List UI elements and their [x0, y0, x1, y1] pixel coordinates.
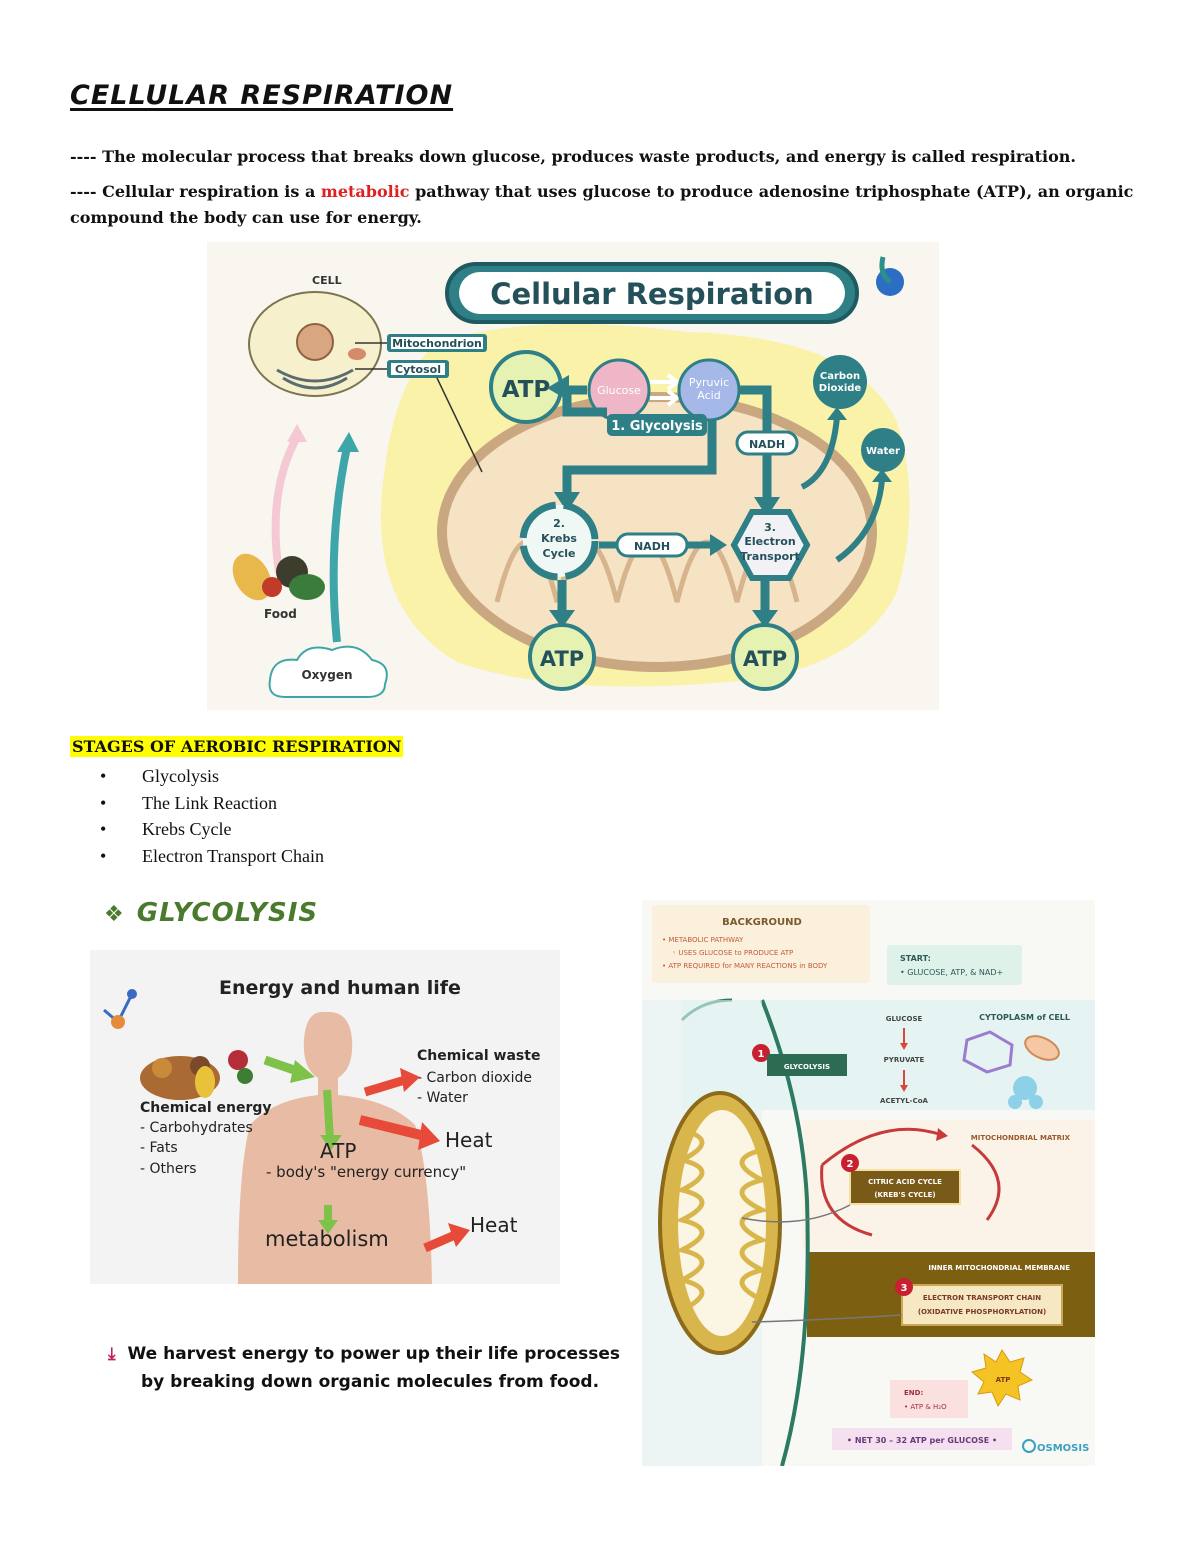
glycolysis-heading: ❖ GLYCOLYSIS: [104, 898, 318, 928]
list-item: Glycolysis: [100, 763, 324, 790]
cell-label: CELL: [312, 274, 342, 287]
pyruvate-step: PYRUVATE: [884, 1056, 925, 1064]
step-1-badge: 1: [758, 1049, 765, 1060]
energy-fats: - Fats: [140, 1140, 178, 1156]
heat-label-2: Heat: [470, 1213, 518, 1237]
start-text: • GLUCOSE, ATP, & NAD+: [900, 968, 1003, 977]
atp-et-label: ATP: [743, 647, 787, 671]
logo-icon: [876, 256, 904, 296]
stages-list: Glycolysis The Link Reaction Krebs Cycle…: [100, 763, 324, 869]
krebs-number: 2.: [553, 517, 565, 530]
background-title: BACKGROUND: [722, 917, 802, 928]
acetyl-step: ACETYL-CoA: [880, 1097, 928, 1105]
fig2-title: Energy and human life: [219, 977, 461, 999]
atp-label: ATP: [320, 1139, 356, 1163]
mitochondrion-label: Mitochondrion: [392, 337, 482, 350]
acid-label: Acid: [697, 389, 720, 402]
matrix-label: MITOCHONDRIAL MATRIX: [971, 1134, 1071, 1142]
harvest-note: ⤓ We harvest energy to power up their lif…: [108, 1340, 628, 1396]
atp-krebs-label: ATP: [540, 647, 584, 671]
food-pile-icon: [140, 1050, 253, 1100]
osmosis-logo-icon: [1022, 1439, 1036, 1453]
fig1-title: Cellular Respiration: [490, 277, 814, 311]
glycolysis-box-label: GLYCOLYSIS: [784, 1063, 830, 1071]
metabolic-highlight: metabolic: [320, 182, 410, 201]
stages-heading: STAGES OF AEROBIC RESPIRATION: [70, 736, 404, 757]
chemical-waste-title: Chemical waste: [417, 1048, 540, 1064]
list-item: The Link Reaction: [100, 790, 324, 817]
membrane-label: INNER MITOCHONDRIAL MEMBRANE: [928, 1264, 1070, 1272]
oxygen-cloud-icon: [268, 645, 388, 698]
organelle-icon: [1024, 1035, 1060, 1061]
start-title: START:: [900, 954, 931, 963]
carbon-label: Carbon: [820, 371, 860, 382]
citric-label: CITRIC ACID CYCLE: [868, 1178, 942, 1186]
list-item: Krebs Cycle: [100, 816, 324, 843]
dioxide-label: Dioxide: [819, 383, 862, 394]
energy-human-life-figure: Energy and human life Chemical waste - C…: [90, 950, 560, 1284]
cytoplasm-label: CYTOPLASM of CELL: [979, 1013, 1070, 1022]
nadh-top-label: NADH: [749, 438, 785, 451]
nadh-middle-label: NADH: [634, 540, 670, 553]
et-transport-label: Transport: [740, 550, 800, 563]
glucose-step: GLUCOSE: [886, 1015, 923, 1023]
diamond-bullet-icon: ❖: [104, 902, 125, 927]
heat-label-1: Heat: [445, 1128, 493, 1152]
atp-molecule-icon: [1008, 1076, 1043, 1109]
food-icon: [232, 553, 325, 601]
energy-carbohydrates: - Carbohydrates: [140, 1120, 253, 1136]
krebs-label: (KREB'S CYCLE): [874, 1191, 935, 1199]
bg-item-3: • ATP REQUIRED for MANY REACTIONS in BOD…: [662, 962, 828, 970]
page-title: CELLULAR RESPIRATION: [70, 80, 454, 111]
pyruvic-label: Pyruvic: [689, 376, 729, 389]
cell-icon: [248, 291, 382, 397]
bg-item-1: • METABOLIC PATHWAY: [662, 936, 744, 944]
energy-currency-label: - body's "energy currency": [266, 1163, 466, 1181]
krebs-label: Krebs: [541, 532, 577, 545]
oxygen-label: Oxygen: [301, 668, 352, 682]
waste-water: - Water: [417, 1090, 468, 1106]
arrow-bullet-icon: ⤓: [108, 1344, 116, 1364]
cellular-respiration-overview-figure: BACKGROUND • METABOLIC PATHWAY ◦ USES GL…: [642, 900, 1095, 1466]
cellular-respiration-paragraph: ---- Cellular respiration is a metabolic…: [70, 179, 1140, 231]
etc-label: ELECTRON TRANSPORT CHAIN: [923, 1294, 1041, 1302]
net-atp-label: • NET 30 – 32 ATP per GLUCOSE •: [847, 1436, 997, 1445]
glucose-molecule-icon: [962, 1030, 1014, 1074]
step-3-badge: 3: [901, 1283, 908, 1294]
glycolysis-label: 1. Glycolysis: [611, 419, 703, 434]
para-suffix: pathway that uses glucose to produce ade…: [70, 182, 1134, 227]
atp-star-label: ATP: [996, 1376, 1011, 1384]
glycolysis-heading-text: GLYCOLYSIS: [136, 898, 319, 928]
harvest-line-1: We harvest energy to power up their life…: [127, 1344, 620, 1364]
water-label: Water: [866, 446, 900, 457]
cycle-label: Cycle: [543, 547, 576, 560]
metabolism-label: metabolism: [265, 1227, 389, 1251]
definition-paragraph: ---- The molecular process that breaks d…: [70, 147, 1076, 166]
end-title: END:: [904, 1389, 923, 1397]
et-number: 3.: [764, 521, 776, 534]
osmosis-logo: OSMOSIS: [1037, 1443, 1089, 1454]
energy-others: - Others: [140, 1161, 197, 1177]
harvest-line-2: by breaking down organic molecules from …: [141, 1372, 600, 1392]
cytosol-label: Cytosol: [395, 363, 441, 376]
waste-carbon-dioxide: - Carbon dioxide: [417, 1070, 532, 1086]
glucose-label: Glucose: [597, 384, 641, 397]
atp-star-icon: [970, 1349, 1034, 1408]
end-text: • ATP & H₂O: [904, 1403, 947, 1411]
atp-top-label: ATP: [502, 377, 551, 403]
bg-item-2: ◦ USES GLUCOSE to PRODUCE ATP: [672, 949, 793, 957]
et-electron-label: Electron: [744, 535, 795, 548]
para-prefix: ---- Cellular respiration is a: [70, 182, 321, 201]
oxidative-label: (OXIDATIVE PHOSPHORYLATION): [918, 1308, 1046, 1316]
list-item: Electron Transport Chain: [100, 843, 324, 870]
chemical-energy-title: Chemical energy: [140, 1100, 272, 1116]
molecule-icon: [103, 989, 137, 1029]
step-2-badge: 2: [847, 1159, 854, 1170]
food-label: Food: [264, 607, 297, 621]
cellular-respiration-figure: Cellular Respiration CELL Mitochondrion …: [207, 242, 939, 710]
